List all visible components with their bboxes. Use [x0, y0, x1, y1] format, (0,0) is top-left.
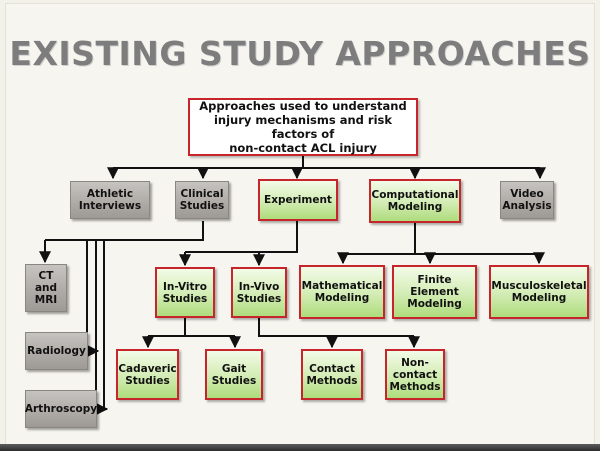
- in-vitro-studies-box: In-Vitro Studies: [155, 267, 215, 318]
- radiology-box: Radiology: [25, 332, 88, 370]
- cadaveric-studies-box: Cadaveric Studies: [116, 349, 179, 400]
- root-box: Approaches used to understand injury mec…: [188, 98, 418, 156]
- video-analysis-box: Video Analysis: [500, 181, 554, 219]
- page-title: EXISTING STUDY APPROACHES: [9, 34, 591, 73]
- non-contact-methods-box: Non- contact Methods: [385, 349, 445, 400]
- musculoskeletal-modeling-box: Musculoskeletal Modeling: [489, 265, 589, 319]
- arrow-arthroscopy: [95, 240, 109, 415]
- in-vivo-studies-box: In-Vivo Studies: [231, 267, 287, 318]
- clinical-bus-line: [45, 221, 204, 241]
- bottom-bar: [0, 444, 600, 451]
- arthroscopy-box: Arthroscopy: [25, 390, 97, 428]
- experiment-box: Experiment: [258, 179, 338, 221]
- ct-mri-box: CT and MRI: [25, 264, 67, 312]
- computational-modeling-box: Computational Modeling: [369, 179, 461, 223]
- in-vivo-bus-line: [258, 318, 332, 337]
- experiment-bus-line: [185, 221, 298, 253]
- gait-studies-box: Gait Studies: [205, 349, 263, 400]
- computational-bus-left: [343, 223, 416, 255]
- clinical-studies-box: Clinical Studies: [175, 181, 229, 219]
- mathematical-modeling-box: Mathematical Modeling: [299, 265, 385, 319]
- in-vitro-bus-line: [148, 318, 186, 337]
- contact-methods-box: Contact Methods: [301, 349, 363, 400]
- finite-element-modeling-box: Finite Element Modeling: [392, 265, 477, 319]
- athletic-interviews-box: Athletic Interviews: [70, 181, 150, 219]
